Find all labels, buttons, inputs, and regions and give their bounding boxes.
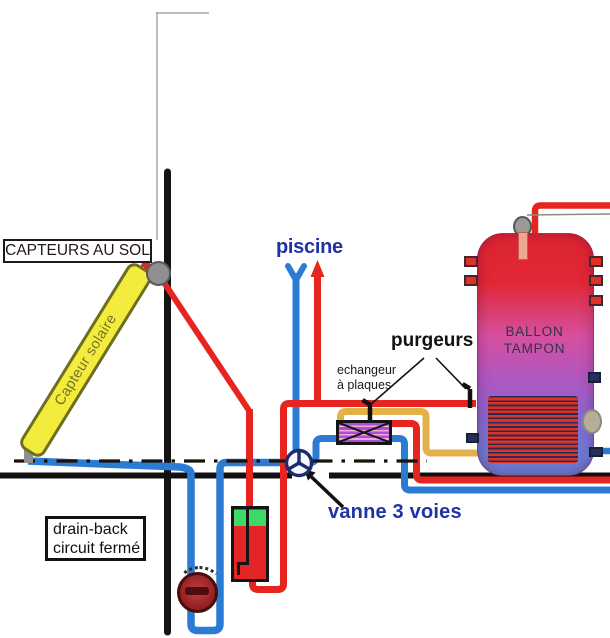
echangeur-label: echangeur à plaques (337, 363, 397, 392)
drainback-reservoir-air-gap (234, 510, 266, 526)
tank-stub-left-2 (464, 275, 478, 286)
capteurs-au-sol-label: CAPTEURS AU SOL (3, 239, 152, 263)
pipe-exchanger-to-tank-warm (337, 408, 478, 457)
three-way-valve (284, 448, 314, 478)
plate-heat-exchanger (336, 420, 392, 445)
drainback-note-box: drain-back circuit fermé (45, 516, 146, 561)
purge-valve-exchanger-flag (361, 398, 372, 407)
tank-thermowell (518, 232, 528, 260)
vanne-3-voies-label: vanne 3 voies (328, 501, 462, 523)
tank-flange (582, 409, 602, 434)
tank-stub-right-5 (589, 447, 603, 457)
pipe-collector-return-loop (27, 457, 288, 635)
reservoir-dip-tube-elbow (237, 562, 249, 566)
pipe-exchanger-out-hot (390, 420, 610, 484)
collector-top-connector (146, 261, 171, 286)
tank-stub-left-3 (466, 433, 479, 443)
piscine-hot-arrow (310, 260, 325, 277)
exchanger-cross (339, 423, 389, 442)
reservoir-dip-tube-end (237, 562, 241, 575)
purgeur-pointer-right (435, 357, 467, 390)
buffer-tank-label: BALLON TAMPON (503, 324, 566, 356)
purge-valve-tank-flag (461, 382, 472, 391)
piscine-cold-arrow (285, 263, 307, 287)
tank-stub-left-1 (464, 256, 478, 267)
tank-stub-right-1 (589, 256, 603, 267)
reservoir-dip-tube (246, 506, 250, 565)
tank-stub-right-4 (588, 372, 601, 383)
piscine-label: piscine (276, 236, 343, 258)
purgeur-pointer-left (368, 357, 425, 407)
pump-dial-arc (175, 566, 224, 612)
tank-stub-right-2 (589, 275, 603, 286)
tank-stub-right-3 (589, 295, 603, 306)
collector-bottom-stub (24, 450, 33, 463)
pump-slot (185, 587, 209, 595)
pipe-collector-hot-diagonal (156, 273, 253, 414)
purgeurs-label: purgeurs (391, 330, 474, 351)
pipe-reservoir-to-tank-hot (249, 400, 476, 593)
sensor-wire (526, 213, 610, 216)
pipe-exchanger-out-cold (390, 435, 610, 494)
vanne-arrow-line (309, 475, 345, 509)
tank-coil-heat-exchanger (488, 396, 578, 463)
pipe-tank-top-hot (531, 202, 610, 236)
